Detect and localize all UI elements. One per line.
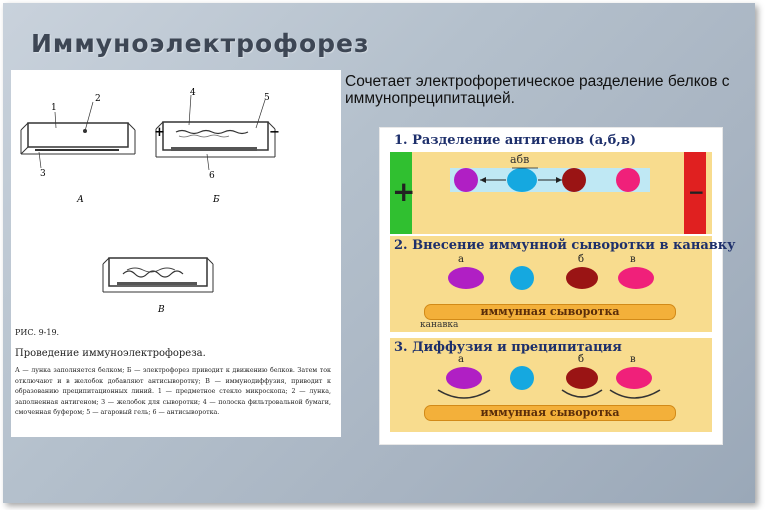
description-text: Сочетает электрофоретическое разделение …: [345, 73, 730, 107]
minus-sign: −: [269, 125, 280, 140]
label-a-2: а: [458, 254, 464, 265]
figure-left: 1 2 3 А + − 4 5 6: [11, 70, 341, 437]
antigen-a-ellipse: [448, 267, 484, 289]
section1-header: 1. Разделение антигенов (а,б,в): [394, 133, 637, 148]
minus-electrode: [684, 152, 706, 234]
label-6: 6: [209, 171, 215, 181]
antigen-a-ellipse-3: [446, 367, 482, 389]
caption-subtitle: Проведение иммуноэлектрофореза.: [15, 348, 206, 359]
label-v-3: в: [630, 354, 636, 365]
groove-label: канавка: [420, 320, 459, 330]
antigen-b-ellipse: [566, 267, 598, 289]
figure-right: 1. Разделение антигенов (а,б,в) + − абв: [379, 127, 736, 445]
apparatus-drawing: 1 2 3 А + − 4 5 6: [20, 88, 280, 315]
antigen-v-ellipse: [618, 267, 654, 289]
label-2: 2: [95, 94, 101, 104]
section2-header: 2. Внесение иммунной сыворотки в канавку: [394, 238, 736, 253]
ag-well-2: [510, 266, 534, 290]
label-v-2: в: [630, 254, 636, 265]
label-a: А: [76, 195, 84, 205]
precipitation-arc-a: [437, 389, 491, 399]
antigen-v-dot: [616, 168, 640, 192]
label-5: 5: [264, 93, 270, 103]
precipitation-arc-v: [609, 389, 661, 399]
serum-groove-2: иммунная сыворотка: [424, 304, 676, 320]
section1-gel: [390, 152, 712, 234]
label-v: В: [157, 305, 165, 315]
label-a-3: а: [458, 354, 464, 365]
panel-v: [102, 257, 214, 293]
ag-well-3: [510, 366, 534, 390]
slide-title: Иммуноэлектрофорез: [31, 29, 370, 58]
ag-well: [507, 168, 537, 192]
plus-electrode: [390, 152, 412, 234]
diagram-shapes: [437, 167, 661, 399]
label-3: 3: [40, 169, 46, 179]
antigen-a-dot: [454, 168, 478, 192]
precipitation-arc-b: [561, 389, 603, 398]
abv-label: абв: [510, 153, 530, 166]
plus-label: +: [392, 175, 416, 208]
slide: Иммуноэлектрофорез 1 2 3 А: [3, 3, 755, 503]
label-b: Б: [212, 195, 220, 205]
antigen-v-ellipse-3: [616, 367, 652, 389]
minus-label: −: [688, 180, 705, 204]
label-1: 1: [51, 103, 57, 113]
antigen-b-ellipse-3: [566, 367, 598, 389]
serum-groove-3: иммунная сыворотка: [424, 405, 676, 421]
label-b-3: б: [578, 354, 585, 365]
caption-body: А — лунка заполняется белком; Б — электр…: [15, 367, 331, 416]
section3-header: 3. Диффузия и преципитация: [394, 340, 622, 355]
plus-sign: +: [154, 125, 165, 140]
antigen-b-dot: [562, 168, 586, 192]
caption-title: РИС. 9-19.: [15, 328, 60, 337]
label-b-2: б: [578, 254, 585, 265]
panel-b: [155, 94, 276, 171]
panel-a: [20, 101, 136, 169]
label-4: 4: [190, 88, 196, 98]
